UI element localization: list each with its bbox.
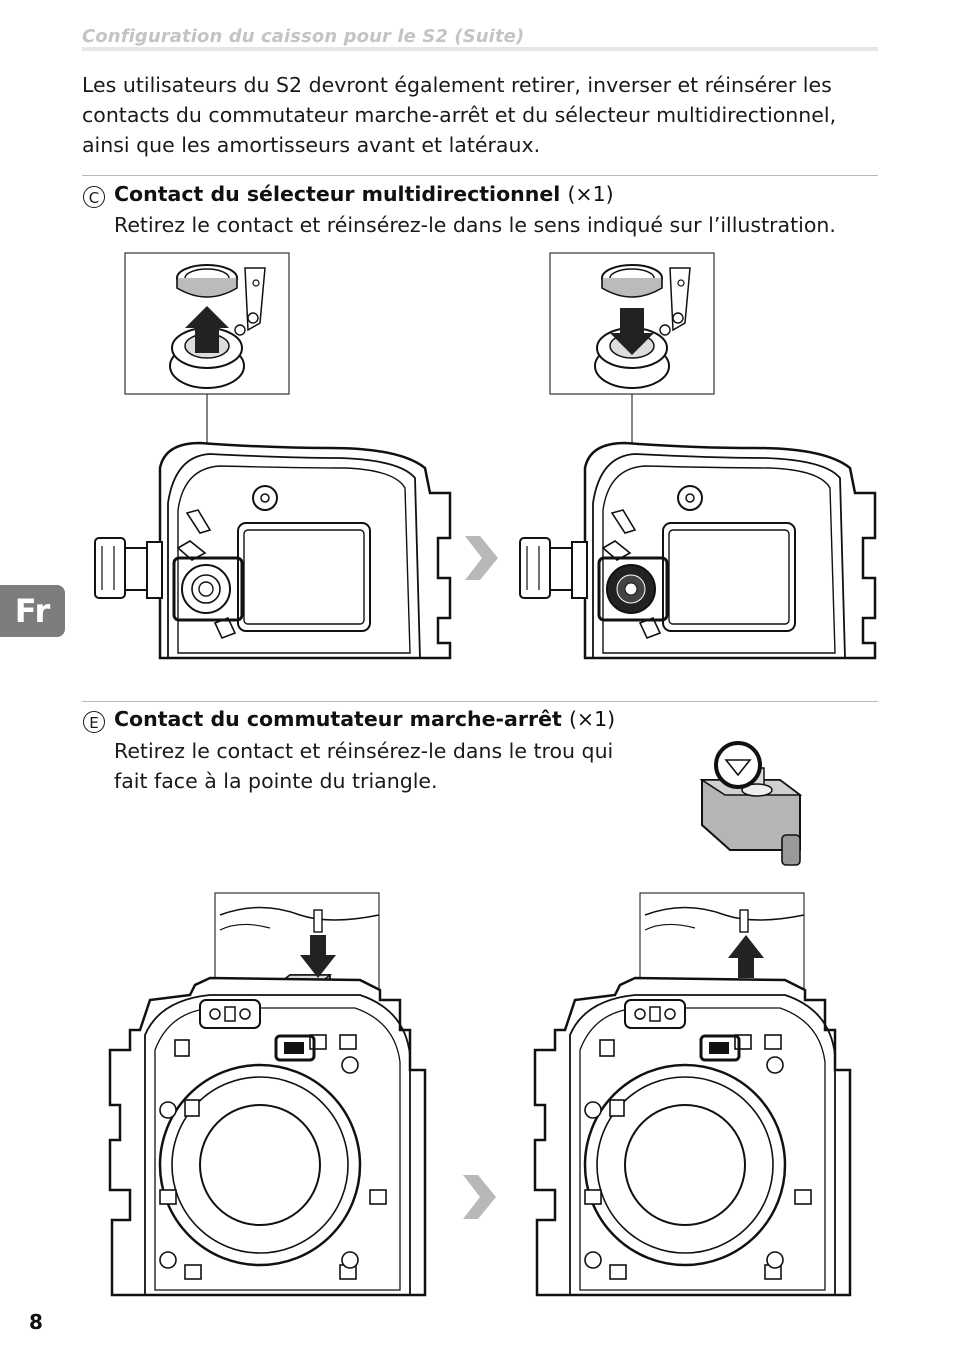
section-e-illustration bbox=[108, 892, 852, 1297]
section-divider bbox=[82, 701, 878, 702]
running-title: Configuration du caisson pour le S2 (Sui… bbox=[82, 26, 525, 47]
section-e-badge: E bbox=[83, 711, 105, 733]
section-c-title-text: Contact du sélecteur multidirectionnel bbox=[114, 182, 561, 206]
section-c-count: (×1) bbox=[567, 182, 614, 206]
section-c-body: Retirez le contact et réinsérez-le dans … bbox=[114, 213, 836, 237]
intro-paragraph: Les utilisateurs du S2 devront également… bbox=[82, 73, 837, 157]
switch-contact-part-illustration bbox=[699, 741, 803, 866]
language-tab: Fr bbox=[0, 585, 65, 637]
page-number: 8 bbox=[29, 1310, 43, 1334]
header-rule bbox=[82, 47, 878, 51]
section-c-illustration bbox=[93, 252, 877, 660]
section-c-title: Contact du sélecteur multidirectionnel (… bbox=[114, 182, 614, 206]
section-e-count: (×1) bbox=[568, 707, 616, 731]
section-divider bbox=[82, 175, 878, 176]
section-e-body-line2: fait face à la pointe du triangle. bbox=[114, 769, 438, 793]
section-e-title: Contact du commutateur marche-arrêt (×1) bbox=[114, 707, 615, 731]
section-e-title-text: Contact du commutateur marche-arrêt bbox=[114, 707, 562, 731]
section-c-badge: C bbox=[83, 186, 105, 208]
section-e-body-line1: Retirez le contact et réinsérez-le dans … bbox=[114, 739, 614, 763]
